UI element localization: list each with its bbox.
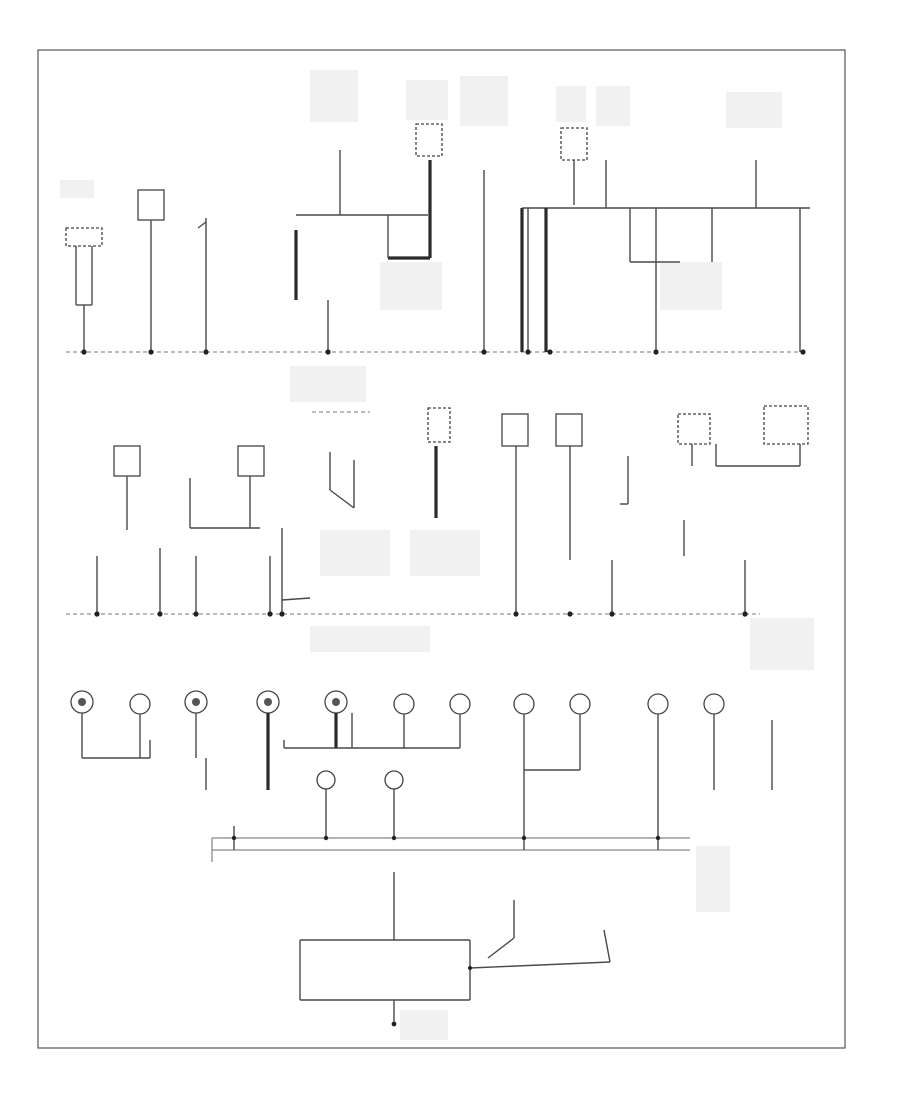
diagram-frame [37, 49, 846, 1049]
component-module-p [555, 413, 583, 560]
lamp-icon [384, 770, 404, 790]
lamp-icon [70, 690, 94, 714]
lamp-icon [449, 693, 471, 715]
ground-node [513, 611, 519, 617]
component-module-n [427, 407, 451, 518]
ground-node [525, 349, 531, 355]
ground-node [148, 349, 154, 355]
ground-node [742, 611, 748, 617]
splice-node [391, 835, 397, 841]
component-sensor-m [312, 411, 370, 509]
lamp-icon [129, 693, 151, 715]
lamp-icon [393, 693, 415, 715]
lamp-icon [647, 693, 669, 715]
component-module-k [237, 445, 265, 528]
lamp-icon [256, 690, 280, 714]
component-module-a [137, 189, 165, 352]
ground-node [567, 611, 573, 617]
row-2-circuits [66, 405, 809, 617]
lamp-icon [184, 690, 208, 714]
lamp-icon [513, 693, 535, 715]
row-3-lamps [70, 690, 773, 862]
component-module-o [501, 413, 529, 614]
lamp-icon [324, 690, 348, 714]
ground-node [81, 349, 87, 355]
ground-node [267, 611, 273, 617]
component-module-i [113, 445, 141, 530]
row-4-ground-block [299, 872, 611, 1027]
component-sensor-c [294, 150, 428, 352]
ground-node [609, 611, 615, 617]
component-switch-l [281, 528, 311, 614]
splice-node [231, 835, 237, 841]
lamp-icon [316, 770, 336, 790]
splice-node [521, 835, 527, 841]
ground-node [800, 349, 806, 355]
component-module-h [711, 160, 801, 352]
ground-node [481, 349, 487, 355]
component-connector-j [189, 478, 260, 529]
ground-node [94, 611, 100, 617]
component-connector-q [620, 456, 629, 505]
component-switch-g [605, 160, 680, 352]
component-connector-s [96, 548, 746, 614]
component-switch-f [520, 127, 810, 352]
row-1-circuits [65, 123, 810, 355]
component-switch-left [65, 227, 103, 352]
splice-node [655, 835, 661, 841]
ground-node [279, 611, 285, 617]
component-sensor-d [387, 123, 443, 260]
splice-node [323, 835, 329, 841]
ground-node [325, 349, 331, 355]
ground-node [391, 1021, 397, 1027]
lamp-icon [569, 693, 591, 715]
component-switch-r [677, 405, 809, 556]
splice-node [468, 966, 472, 970]
component-connector-b [197, 218, 207, 352]
ground-node [547, 349, 553, 355]
ground-node [653, 349, 659, 355]
ground-node [193, 611, 199, 617]
lamp-icon [703, 693, 725, 715]
ground-node [157, 611, 163, 617]
illegible-labels [60, 70, 814, 1040]
ground-node [203, 349, 209, 355]
